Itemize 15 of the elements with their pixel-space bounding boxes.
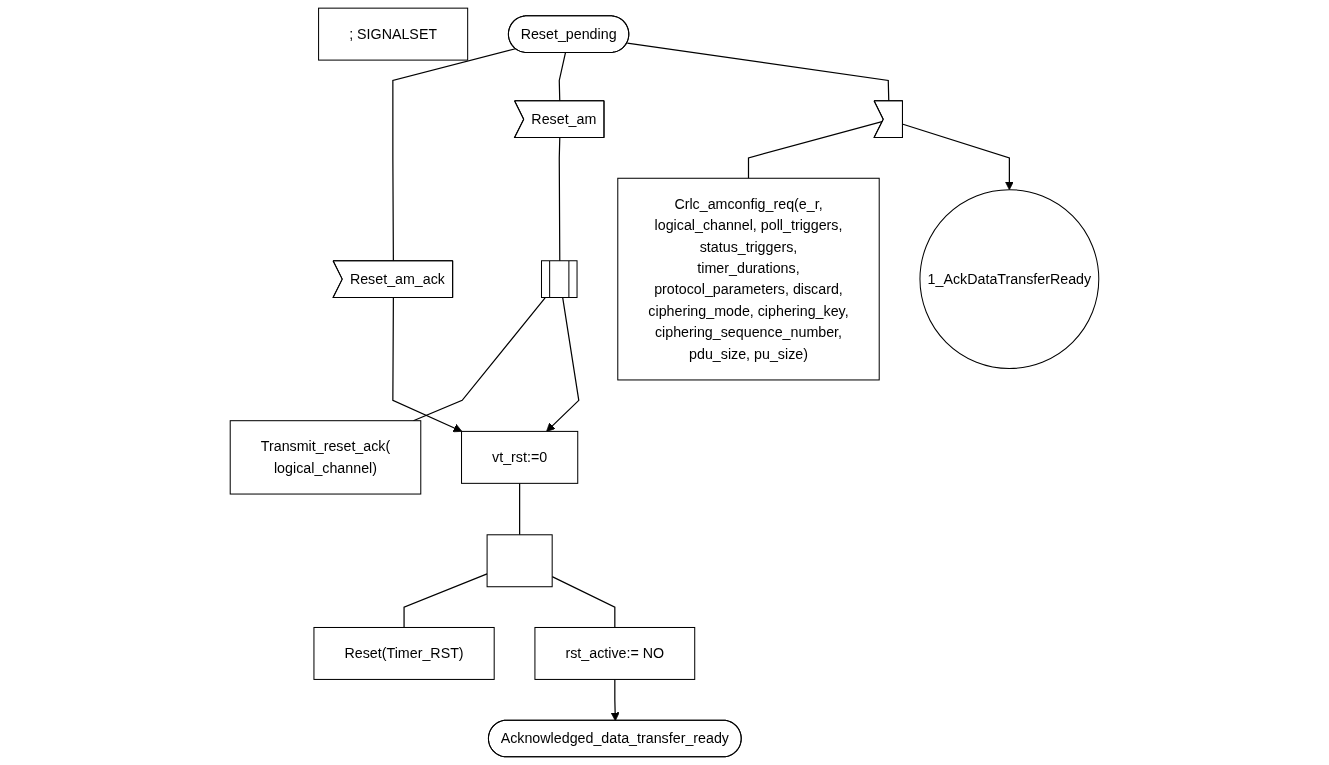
connector [403,573,488,629]
arrow [610,678,620,722]
node-box [486,534,553,588]
node-box: Crlc_amconfig_req(e_r, logical_channel, poll_triggers, status_triggers, timer_durations, protocol_parameters, discard, ciphering_mode, ciphering_key, ciphering_sequence_number, pdu_size, pu_size) [617,177,880,381]
node-box: vt_rst:=0 [461,430,579,484]
node-box: ; SIGNALSET [318,7,469,61]
arrow [546,297,580,432]
node-box [541,260,578,298]
node-circle: 1_AckDataTransferReady [919,189,1100,370]
node-box: rst_active:= NO [534,626,696,680]
node-box: Transmit_reset_ack( logical_channel) [229,420,422,495]
node-box: Reset(Timer_RST) [313,626,495,680]
arrow [902,123,1014,191]
connector [519,482,521,536]
arrow [392,297,463,433]
